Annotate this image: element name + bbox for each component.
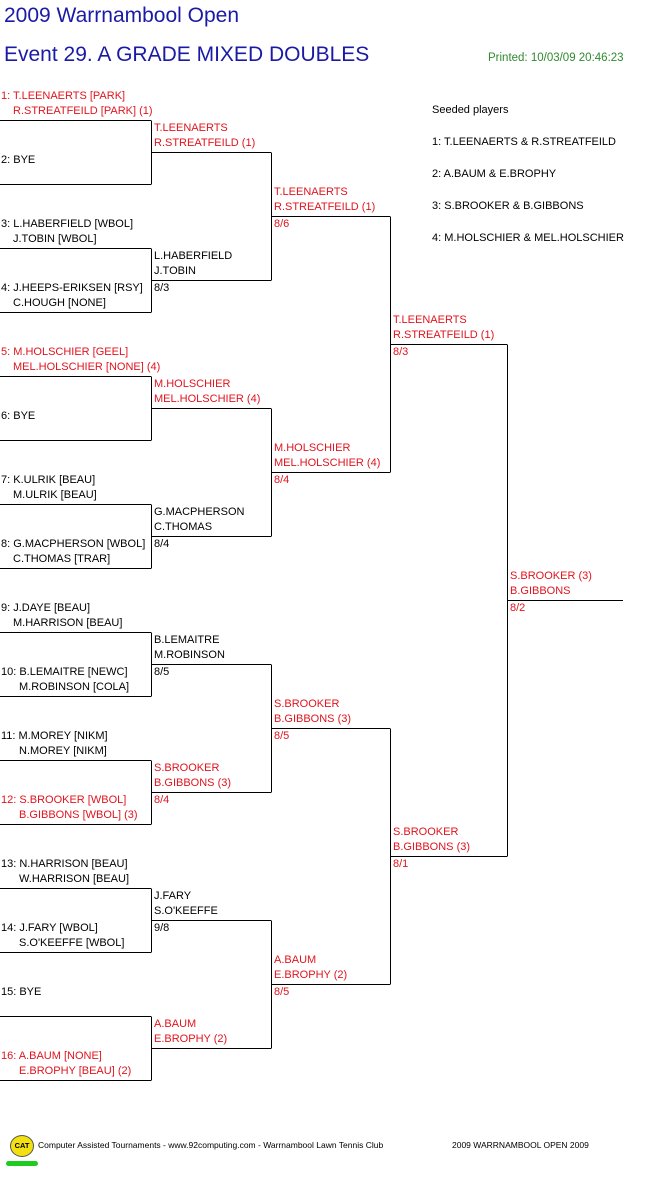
- draw-player-b: M.ROBINSON [COLA]: [19, 681, 130, 693]
- draw-player-b: E.BROPHY [BEAU] (2): [19, 1065, 132, 1077]
- draw-player-b: R.STREATFEILD [PARK] (1): [13, 105, 153, 117]
- match-score: 8/3: [393, 346, 409, 358]
- draw-player-a: 2: BYE: [1, 154, 36, 166]
- draw-player-a: 5: M.HOLSCHIER [GEEL]: [1, 346, 129, 358]
- printed-timestamp: Printed: 10/03/09 20:46:23: [488, 52, 624, 64]
- winner-player-a: S.BROOKER: [393, 826, 459, 838]
- draw-player-a: 12: S.BROOKER [WBOL]: [1, 794, 127, 806]
- winner-player-b: E.BROPHY (2): [274, 969, 348, 981]
- draw-player-b: MEL.HOLSCHIER [NONE] (4): [13, 361, 161, 373]
- footer-credit: Computer Assisted Tournaments - www.92co…: [38, 1140, 384, 1150]
- winner-player-b: B.GIBBONS: [510, 585, 571, 597]
- match-score: 8/4: [154, 794, 170, 806]
- draw-player-a: 6: BYE: [1, 410, 36, 422]
- seeded-players-heading: Seeded players: [432, 104, 509, 116]
- winner-player-b: M.ROBINSON: [154, 649, 225, 661]
- winner-player-a: G.MACPHERSON: [154, 506, 245, 518]
- match-score: 8/5: [274, 730, 290, 742]
- winner-player-b: B.GIBBONS (3): [274, 713, 352, 725]
- winner-player-a: S.BROOKER: [274, 698, 340, 710]
- winner-player-a: A.BAUM: [274, 954, 317, 966]
- winner-player-a: M.HOLSCHIER: [154, 378, 231, 390]
- draw-player-b: W.HARRISON [BEAU]: [19, 873, 130, 885]
- match-score: 8/5: [154, 666, 170, 678]
- winner-player-b: R.STREATFEILD (1): [274, 201, 376, 213]
- winner-player-a: A.BAUM: [154, 1018, 197, 1030]
- match-score: 8/4: [274, 474, 290, 486]
- match-score: 8/4: [154, 538, 170, 550]
- match-score: 8/2: [510, 602, 526, 614]
- winner-player-b: R.STREATFEILD (1): [393, 329, 495, 341]
- winner-player-a: B.LEMAITRE: [154, 634, 220, 646]
- cat-logo-icon: CAT: [10, 1135, 34, 1157]
- winner-player-b: MEL.HOLSCHIER (4): [154, 393, 261, 405]
- winner-player-a: T.LEENAERTS: [393, 314, 467, 326]
- winner-player-a: L.HABERFIELD: [154, 250, 233, 262]
- event-title: Event 29. A GRADE MIXED DOUBLES: [4, 43, 370, 66]
- logo-underline: [6, 1161, 38, 1166]
- match-score: 8/1: [393, 858, 409, 870]
- winner-player-a: S.BROOKER: [154, 762, 220, 774]
- seed-entry-1: 1: T.LEENAERTS & R.STREATFEILD: [432, 136, 616, 148]
- draw-player-a: 7: K.ULRIK [BEAU]: [1, 474, 96, 486]
- tournament-title: 2009 Warrnambool Open: [4, 4, 240, 27]
- draw-player-b: M.HARRISON [BEAU]: [13, 617, 123, 629]
- draw-player-a: 13: N.HARRISON [BEAU]: [1, 858, 128, 870]
- draw-player-b: J.TOBIN [WBOL]: [13, 233, 97, 245]
- winner-player-b: B.GIBBONS (3): [154, 777, 232, 789]
- match-score: 8/5: [274, 986, 290, 998]
- draw-player-a: 3: L.HABERFIELD [WBOL]: [1, 218, 134, 230]
- footer-event-name: 2009 WARRNAMBOOL OPEN 2009: [452, 1140, 589, 1150]
- draw-player-a: 9: J.DAYE [BEAU]: [1, 602, 91, 614]
- draw-player-a: 8: G.MACPHERSON [WBOL]: [1, 538, 146, 550]
- draw-player-b: C.HOUGH [NONE]: [13, 297, 106, 309]
- winner-player-b: S.O'KEEFFE: [154, 905, 218, 917]
- winner-player-a: S.BROOKER (3): [510, 570, 592, 582]
- winner-player-b: B.GIBBONS (3): [393, 841, 471, 853]
- seed-entry-3: 3: S.BROOKER & B.GIBBONS: [432, 200, 584, 212]
- winner-player-a: T.LEENAERTS: [154, 122, 228, 134]
- draw-player-a: 11: M.MOREY [NIKM]: [1, 730, 108, 742]
- match-score: 9/8: [154, 922, 170, 934]
- winner-player-b: R.STREATFEILD (1): [154, 137, 256, 149]
- winner-player-b: J.TOBIN: [154, 265, 196, 277]
- draw-player-b: C.THOMAS [TRAR]: [13, 553, 111, 565]
- winner-player-b: C.THOMAS: [154, 521, 213, 533]
- draw-player-a: 1: T.LEENAERTS [PARK]: [1, 90, 126, 102]
- winner-player-a: T.LEENAERTS: [274, 186, 348, 198]
- match-score: 8/6: [274, 218, 290, 230]
- match-score: 8/3: [154, 282, 170, 294]
- draw-player-b: S.O'KEEFFE [WBOL]: [19, 937, 125, 949]
- winner-player-b: E.BROPHY (2): [154, 1033, 228, 1045]
- draw-player-a: 10: B.LEMAITRE [NEWC]: [1, 666, 128, 678]
- draw-player-a: 15: BYE: [1, 986, 42, 998]
- draw-player-b: N.MOREY [NIKM]: [19, 745, 107, 757]
- draw-player-b: B.GIBBONS [WBOL] (3): [19, 809, 138, 821]
- draw-player-a: 14: J.FARY [WBOL]: [1, 922, 98, 934]
- draw-player-b: M.ULRIK [BEAU]: [13, 489, 97, 501]
- winner-player-a: J.FARY: [154, 890, 192, 902]
- winner-player-a: M.HOLSCHIER: [274, 442, 351, 454]
- winner-player-b: MEL.HOLSCHIER (4): [274, 457, 381, 469]
- draw-player-a: 4: J.HEEPS-ERIKSEN [RSY]: [1, 282, 143, 294]
- seed-entry-4: 4: M.HOLSCHIER & MEL.HOLSCHIER: [432, 232, 624, 244]
- seed-entry-2: 2: A.BAUM & E.BROPHY: [432, 168, 557, 180]
- draw-player-a: 16: A.BAUM [NONE]: [1, 1050, 102, 1062]
